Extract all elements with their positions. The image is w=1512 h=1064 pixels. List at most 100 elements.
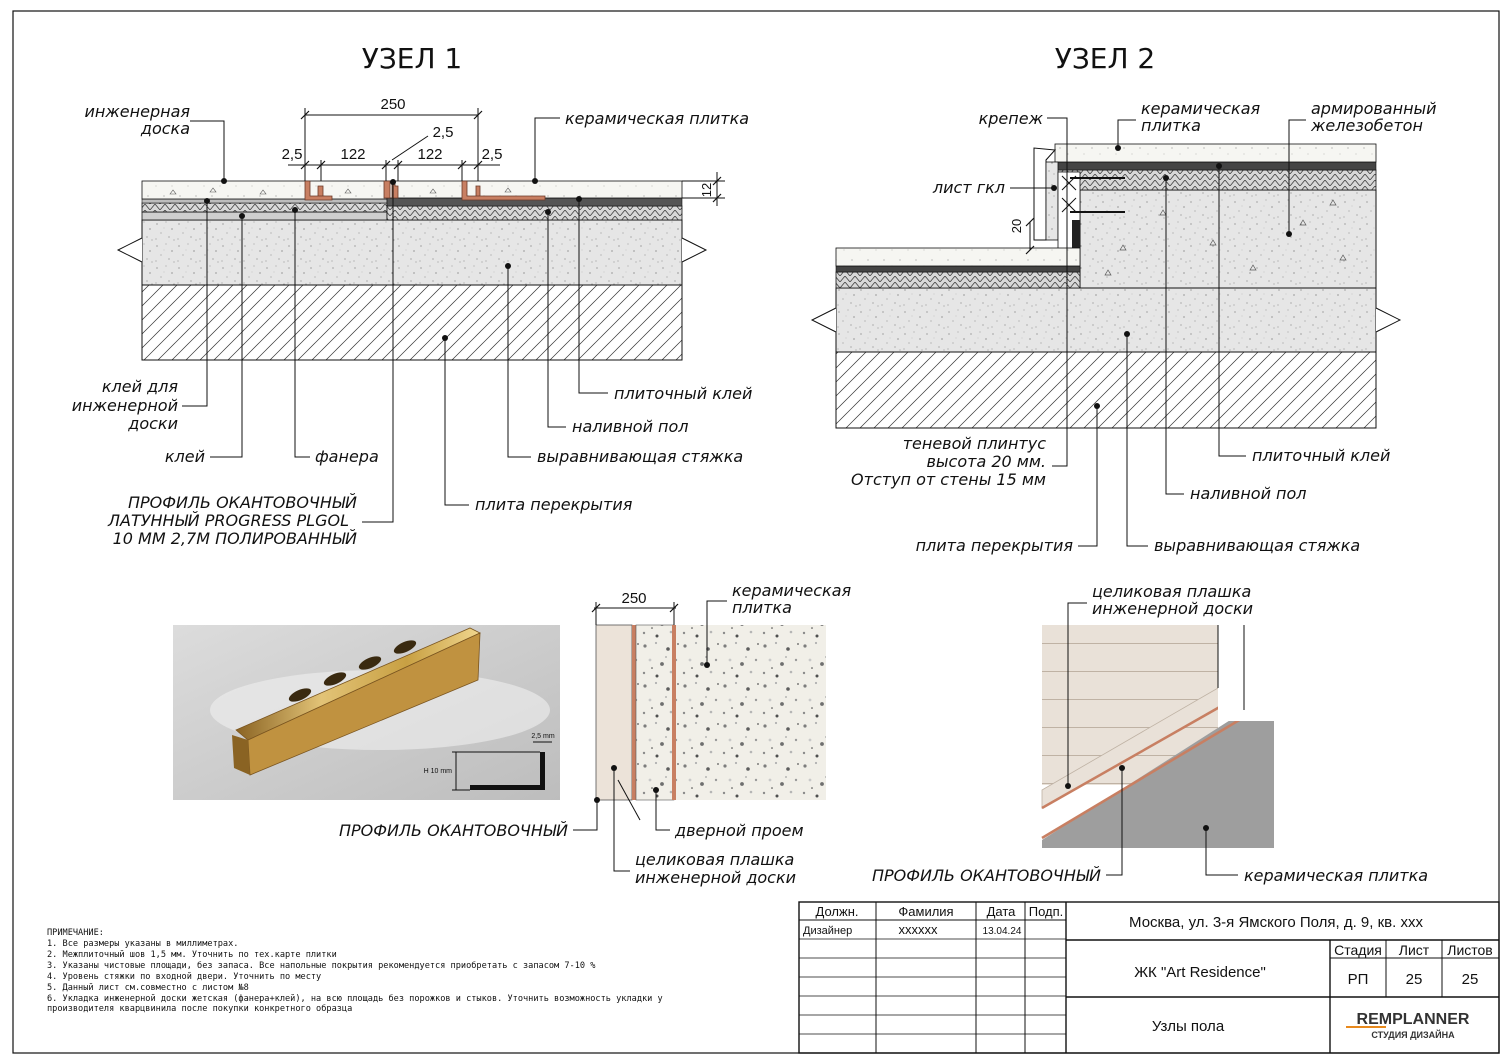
note-item-2: 2. Межплиточный шов 1,5 мм. Уточнить по … [47,950,337,960]
node2-label-plinth-2: высота 20 мм. [926,452,1046,471]
node1-profile-right [461,180,546,201]
node2-upper-tile-glue [1054,161,1377,171]
note-item-3: 3. Указаны чистовые площади, без запаса.… [47,960,596,971]
node2-lower-ceramic [835,247,1081,267]
stamp-address: Москва, ул. 3-я Ямского Поля, д. 9, кв. … [1129,914,1423,931]
node1-dim-seam-right: 2,5 [482,146,503,163]
logo-text: REMPLANNER [1357,1011,1470,1028]
node1-board-marks [169,187,512,195]
node1-label-profile-1: ПРОФИЛЬ ОКАНТОВОЧНЫЙ [128,493,357,512]
node1-dim-total: 250 [380,96,405,113]
note-item-5: 5. Данный лист см.совместно с листом №8 [47,983,249,993]
corner-label-plank-2: инженерной доски [1092,599,1253,618]
node1-slab [141,284,683,361]
title-block [798,901,1500,1054]
node1-label-slab: плита перекрытия [475,495,633,514]
door-label-profile: ПРОФИЛЬ ОКАНТОВОЧНЫЙ [339,821,568,840]
note-item-4: 4. Уровень стяжки по входной двери. Уточ… [47,972,321,982]
notes-heading: ПРИМЕЧАНИЕ: [47,928,104,938]
stamp-surname: хххххх [899,922,939,937]
door-label-ceramic-1: керамическая [732,581,852,600]
profile-photo: H 10 mm 2,5 mm [173,625,560,800]
title-block-text: Должн. Фамилия Дата Подп. Дизайнер ххххх… [803,904,1493,1040]
stamp-sheets-label: Листов [1447,942,1493,958]
node2-lower-tile-glue [835,265,1081,273]
node2-slab [835,351,1377,429]
node2-label-plinth-1: теневой плинтус [903,434,1047,453]
node2-screed [835,287,1377,353]
node2-label-ceramic-1: керамическая [1141,99,1261,118]
node1-plywood [141,202,388,213]
node2-rc-wall [1079,189,1377,289]
stamp-header-sign: Подп. [1029,904,1064,919]
corner-label-ceramic: керамическая плитка [1244,866,1428,885]
corner-label-profile: ПРОФИЛЬ ОКАНТОВОЧНЫЙ [872,866,1101,885]
node2-gkl [1045,161,1059,241]
node1-dim-seam-mid: 2,5 [433,124,454,141]
stamp-role: Дизайнер [803,925,852,937]
node1-eng-board [141,180,388,200]
node1-eng-glue [141,198,388,204]
stamp-header-date: Дата [987,904,1017,919]
door-threshold-tile [635,624,675,801]
door-dim: 250 [621,590,646,607]
node1-label-self-level: наливной пол [572,417,689,436]
door-profile-strip-2 [672,625,676,800]
node1-dim-width-left: 122 [340,146,365,163]
node1-label-plywood: фанера [315,447,379,466]
node1-profile-left [304,180,333,201]
door-label-ceramic-2: плитка [732,598,792,617]
stamp-complex: ЖК "Art Residence" [1134,964,1266,981]
node2-break-right [1375,307,1402,333]
profile-section-icon [470,752,545,790]
stamp-header-surname: Фамилия [898,904,953,919]
stamp-stage-label: Стадия [1334,942,1382,958]
node1-dim-width-right: 122 [417,146,442,163]
note-item-7: производителя кварцвинила после покупки … [47,1003,352,1014]
node1-dimensions: 250 2,5 122 2,5 122 2,5 12 [282,96,725,206]
remplanner-logo: REMPLANNER СТУДИЯ ДИЗАЙНА [1346,1011,1470,1040]
node2-section: УЗЕЛ 2 20 крепеж [810,42,1437,555]
node1-labels: инженерная доска керамическая плитка кле… [72,102,753,548]
door-label-opening: дверной проем [674,821,804,840]
node2-rc-marks [1104,199,1347,276]
corner-wall [1218,625,1274,721]
brass-profile-holes [288,640,417,702]
node1-break-left [116,237,143,263]
notes-block: ПРИМЕЧАНИЕ: 1. Все размеры указаны в мил… [47,928,663,1014]
sheet-frame [12,10,1500,1054]
stamp-stage: РП [1348,971,1369,988]
node2-label-plinth-3: Отступ от стены 15 мм [851,470,1046,489]
node2-label-slab: плита перекрытия [916,536,1074,555]
node1-label-glue-eng-2: инженерной [72,396,178,415]
node1-label-glue-eng-3: доски [127,414,178,433]
corner-plan: целиковая плашка инженерной доски ПРОФИЛ… [872,582,1428,885]
node1-self-level [386,205,683,221]
photo-t-label: 2,5 mm [531,733,555,740]
stamp-sheet-label: Лист [1399,942,1430,958]
note-item-6: 6. Укладка инженерной доски жетская (фан… [47,993,663,1004]
node1-dim-seam-left: 2,5 [282,146,303,163]
node1-label-profile-3: 10 ММ 2,7М ПОЛИРОВАННЫЙ [113,529,357,548]
node2-label-screed: выравнивающая стяжка [1154,536,1360,555]
node1-glue-layer [141,211,388,221]
corner-profile-line-2 [1041,714,1247,840]
node2-label-tile-glue: плиточный клей [1252,446,1390,465]
node2-title: УЗЕЛ 2 [1055,42,1155,75]
node1-label-tile-glue: плиточный клей [614,384,752,403]
node2-label-self-level: наливной пол [1190,484,1307,503]
corner-label-plank-1: целиковая плашка [1092,582,1251,601]
node1-label-profile-2: ЛАТУННЫЙ PROGRESS PLGOL [107,511,349,530]
node2-label-rc-2: железобетон [1310,116,1423,135]
node2-upper-ceramic [1054,143,1377,163]
node1-dim-height: 12 [699,183,714,197]
node2-upper-self-level [1054,169,1377,191]
node1-break-right [681,237,708,263]
node2-break-left [810,307,837,333]
node2-label-fastener: крепеж [979,109,1044,128]
door-label-plank-2: инженерной доски [635,868,796,887]
corner-tile-area [1042,700,1274,848]
node2-lower-self-level [835,271,1081,289]
node1-label-eng-board-2: доска [140,119,190,138]
